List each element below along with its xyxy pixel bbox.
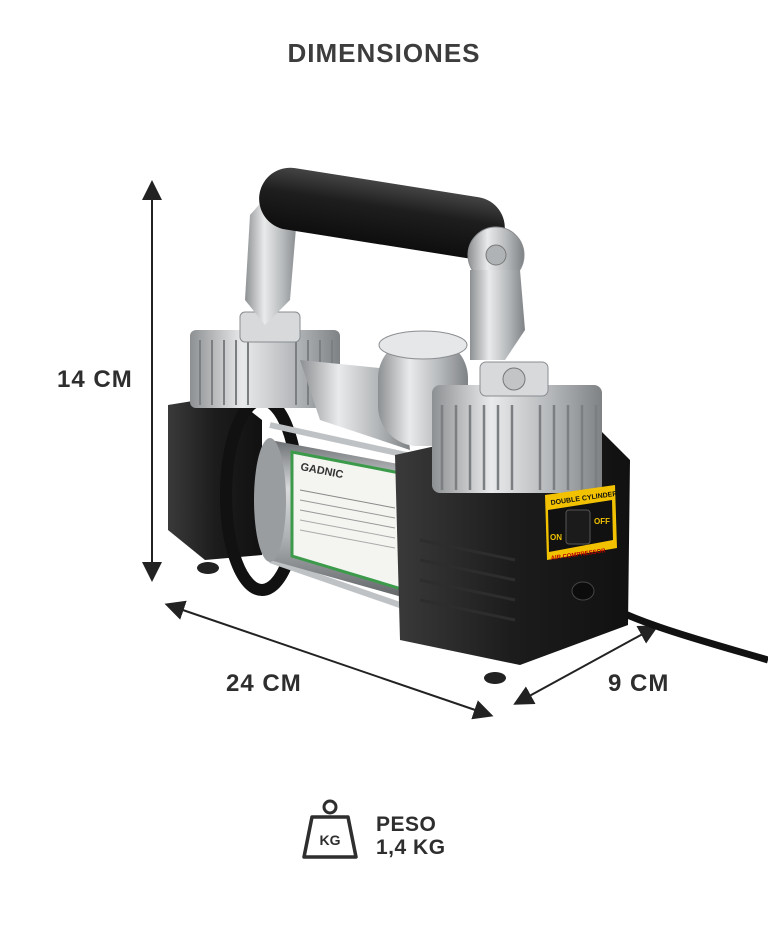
weight-info: KG PESO 1,4 KG bbox=[300, 797, 500, 867]
housing-grooves bbox=[419, 538, 516, 622]
left-cylinder-head bbox=[190, 311, 340, 408]
switch-off-text: OFF bbox=[594, 517, 610, 526]
cord-socket bbox=[571, 581, 595, 601]
rod bbox=[269, 422, 421, 461]
page-title: DIMENSIONES bbox=[287, 38, 481, 68]
height-dimension-label: 14 CM bbox=[57, 366, 133, 393]
switch-on-text: ON bbox=[550, 533, 562, 542]
depth-arrow bbox=[513, 625, 659, 705]
motor-cylinder-end bbox=[254, 438, 286, 562]
rear-housing bbox=[168, 395, 262, 560]
weight-icon-text: KG bbox=[320, 832, 341, 848]
foot bbox=[197, 562, 219, 574]
right-cylinder-head bbox=[432, 361, 602, 493]
length-arrow bbox=[164, 600, 494, 720]
foot bbox=[484, 672, 506, 684]
gauge-face bbox=[378, 330, 468, 360]
weight-label: PESO bbox=[376, 813, 437, 836]
carry-handle bbox=[245, 167, 525, 360]
rod bbox=[269, 557, 421, 615]
weight-value: 1,4 KG bbox=[376, 836, 446, 859]
weight-kg-icon: KG bbox=[302, 799, 358, 859]
